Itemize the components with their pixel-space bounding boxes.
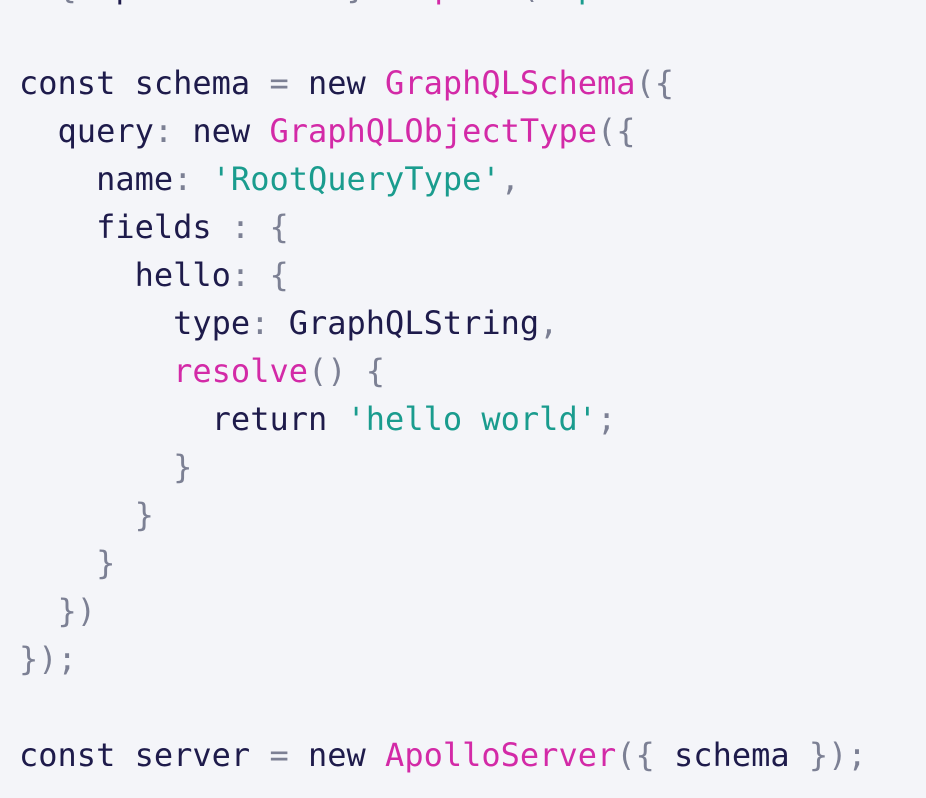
punctuation-token: ({ [635,64,675,102]
keyword-token: return [211,400,328,438]
punctuation-token: , [539,304,559,342]
code-line [19,11,867,59]
plain-token [289,736,308,774]
property-token: type [19,304,251,342]
plain-token [173,112,192,150]
code-line: query: new GraphQLObjectType({ [19,107,867,155]
punctuation-token: : [153,112,174,150]
punctuation-token: = [269,736,289,774]
punctuation-token: : [230,256,251,294]
code-line: }); [19,635,867,683]
plain-token [327,400,346,438]
punctuation-token: } [134,496,154,534]
code-line: { ApolloServer } require('apollo-server' [19,0,867,11]
plain-token [19,352,173,390]
punctuation-token: } [173,448,193,486]
plain-token [19,400,212,438]
punctuation-token: : [250,304,270,342]
plain-token [250,256,269,294]
code-content: { ApolloServer } require('apollo-server'… [19,0,867,779]
property-token: fields [19,208,231,246]
class-name-token: GraphQLSchema [385,64,636,102]
punctuation-token: ; [596,400,617,438]
punctuation-token: { [269,208,289,246]
code-line [19,683,867,731]
punctuation-token: , [500,160,520,198]
punctuation-token: () [307,352,347,390]
keyword-token: new [307,736,366,774]
punctuation-token: : [230,208,251,246]
plain-token [19,0,58,6]
plain-token [366,64,385,102]
code-line: } [19,491,867,539]
punctuation-token: }); [19,640,77,678]
keyword-token: new [307,64,366,102]
plain-token [250,208,269,246]
plain-token [366,736,385,774]
punctuation-token: { [58,0,77,6]
plain-token [289,64,308,102]
plain-token [366,0,385,6]
code-line: resolve() { [19,347,867,395]
keyword-token: const [19,64,116,102]
code-line: }) [19,587,867,635]
plain-token: ApolloServer [96,0,327,6]
code-line: return 'hello world'; [19,395,867,443]
class-name-token: ApolloServer [385,736,617,774]
string-literal-token: 'RootQueryType' [211,160,501,198]
punctuation-token: { [365,352,386,390]
punctuation-token: ( [520,0,539,6]
punctuation-token: : [173,160,193,198]
plain-token [77,0,96,6]
punctuation-token: }); [808,736,867,774]
code-line: fields : { [19,203,867,251]
plain-token: server [115,736,270,774]
punctuation-token: } [347,0,366,6]
code-line: hello: { [19,251,867,299]
punctuation-token: }) [57,592,97,630]
code-line: name: 'RootQueryType', [19,155,867,203]
plain-token [19,544,96,582]
property-token: hello [19,256,231,294]
keyword-token: new [192,112,251,150]
plain-token [327,0,346,6]
punctuation-token: } [96,544,116,582]
plain-token [250,112,269,150]
plain-token [347,352,366,390]
plain-token: schema [654,736,809,774]
plain-token: GraphQLString [269,304,540,342]
plain-token [19,592,58,630]
code-line: const schema = new GraphQLSchema({ [19,59,867,107]
plain-token [19,496,135,534]
keyword-token: const [19,736,116,774]
string-literal-token: 'apollo-server' [539,0,828,6]
code-line: const server = new ApolloServer({ schema… [19,731,867,779]
punctuation-token: ({ [596,112,636,150]
code-line: type: GraphQLString, [19,299,867,347]
function-name-token: require [385,0,520,6]
code-line: } [19,539,867,587]
string-literal-token: 'hello world' [346,400,597,438]
class-name-token: GraphQLObjectType [269,112,597,150]
punctuation-token: { [269,256,289,294]
function-name-token: resolve [173,352,308,390]
property-token: name [19,160,174,198]
plain-token [19,448,173,486]
plain-token [192,160,211,198]
property-token: query [19,112,154,150]
punctuation-token: ({ [616,736,655,774]
code-line: } [19,443,867,491]
plain-token: schema [115,64,270,102]
punctuation-token: = [269,64,289,102]
